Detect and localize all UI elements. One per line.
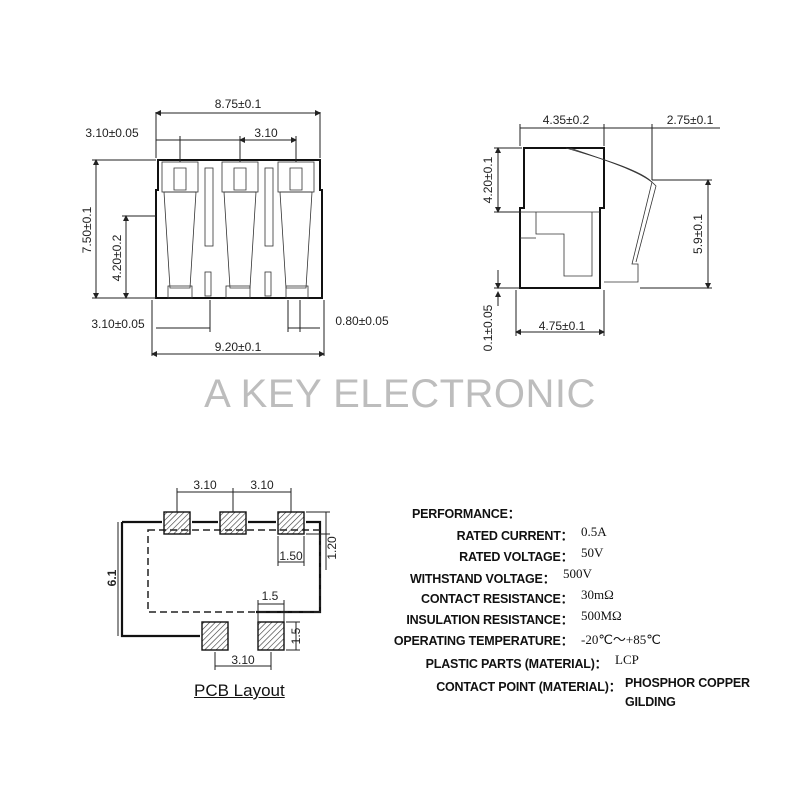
perf-row-rated-current: RATED CURRENT： [456, 529, 574, 543]
pcb-pad-4 [201, 621, 229, 651]
perf-value-operating-temperature: -20℃～+85℃ [581, 632, 661, 647]
dim-pcb-bottom-pitch: 3.10 [231, 653, 255, 667]
pcb-layout-title: PCB Layout [194, 681, 285, 700]
dim-side-standoff: 0.1±0.05 [481, 304, 495, 351]
watermark-text: A KEY ELECTRONIC [204, 372, 596, 416]
dim-pcb-small-pad-height: 1.5 [289, 627, 303, 644]
pcb-pad-3 [277, 511, 305, 535]
side-spring-contact [565, 147, 653, 283]
dim-side-body-width: 4.35±0.2 [543, 113, 590, 127]
pcb-pad-5 [257, 621, 285, 651]
perf-row-plastic-parts: PLASTIC PARTS (MATERIAL)： [425, 657, 608, 671]
dim-inner-height: 4.20±0.2 [110, 234, 124, 281]
perf-value-contact-resistance: 30mΩ [581, 587, 614, 602]
dim-pcb-small-pad-width: 1.5 [262, 589, 279, 603]
perf-row-rated-voltage: RATED VOLTAGE： [459, 550, 573, 564]
dim-pin-offset-bottom: 3.10±0.05 [91, 317, 145, 331]
performance-heading: PERFORMANCE： [412, 507, 521, 521]
side-view: 4.35±0.2 2.75±0.1 4.20±0.1 0.1±0.05 5.9±… [481, 113, 720, 351]
dim-side-top-height: 4.20±0.1 [481, 156, 495, 203]
dim-side-total-height: 5.9±0.1 [691, 214, 705, 254]
dim-pin-width: 0.80±0.05 [335, 314, 389, 328]
perf-value-plastic-parts: LCP [615, 652, 639, 667]
perf-value-withstand-voltage: 500V [563, 566, 592, 581]
pcb-keepout [147, 529, 321, 613]
perf-row-insulation-resistance: INSULATION RESISTANCE： [406, 613, 573, 627]
dim-pcb-span: 6.1 [105, 569, 119, 586]
perf-value-insulation-resistance: 500MΩ [581, 608, 622, 623]
perf-row-withstand-voltage: WITHSTAND VOLTAGE： [410, 572, 555, 586]
side-body-outline [519, 147, 605, 289]
dim-pin-offset-top: 3.10±0.05 [85, 126, 139, 140]
perf-value-rated-voltage: 50V [581, 545, 604, 560]
perf-value-contact-point: PHOSPHOR COPPER [625, 676, 750, 690]
dim-pcb-pad-width: 1.50 [279, 549, 303, 563]
dim-base-width: 9.20±0.1 [215, 340, 262, 354]
dim-overall-width: 8.75±0.1 [215, 97, 262, 111]
pcb-outline [120, 520, 322, 638]
pcb-layout: 3.10 3.10 1.50 1.20 6.1 1.5 1.5 3.10 [105, 478, 339, 670]
dim-pcb-pitch-b: 3.10 [250, 478, 274, 492]
dim-pcb-pad-height: 1.20 [325, 536, 339, 560]
perf-row-contact-point: CONTACT POINT (MATERIAL)： [436, 680, 621, 694]
pcb-pad-2 [219, 511, 247, 535]
pcb-pad-1 [163, 511, 191, 535]
dim-side-contact-offset: 2.75±0.1 [667, 113, 714, 127]
dim-side-base-width: 4.75±0.1 [539, 319, 586, 333]
perf-row-operating-temperature: OPERATING TEMPERATURE： [393, 634, 573, 648]
front-pin-slots [161, 161, 315, 299]
front-body-outline [155, 159, 323, 299]
dim-pin-pitch-top: 3.10 [254, 126, 278, 140]
perf-value-rated-current: 0.5A [581, 524, 607, 539]
dim-overall-height: 7.50±0.1 [80, 206, 94, 253]
perf-row-contact-resistance: CONTACT RESISTANCE： [421, 592, 573, 606]
dim-pcb-pitch-a: 3.10 [193, 478, 217, 492]
perf-value-contact-point-cont: GILDING [625, 695, 676, 709]
front-view: 8.75±0.1 3.10±0.05 3.10 7.50±0.1 4.20±0.… [80, 97, 389, 357]
